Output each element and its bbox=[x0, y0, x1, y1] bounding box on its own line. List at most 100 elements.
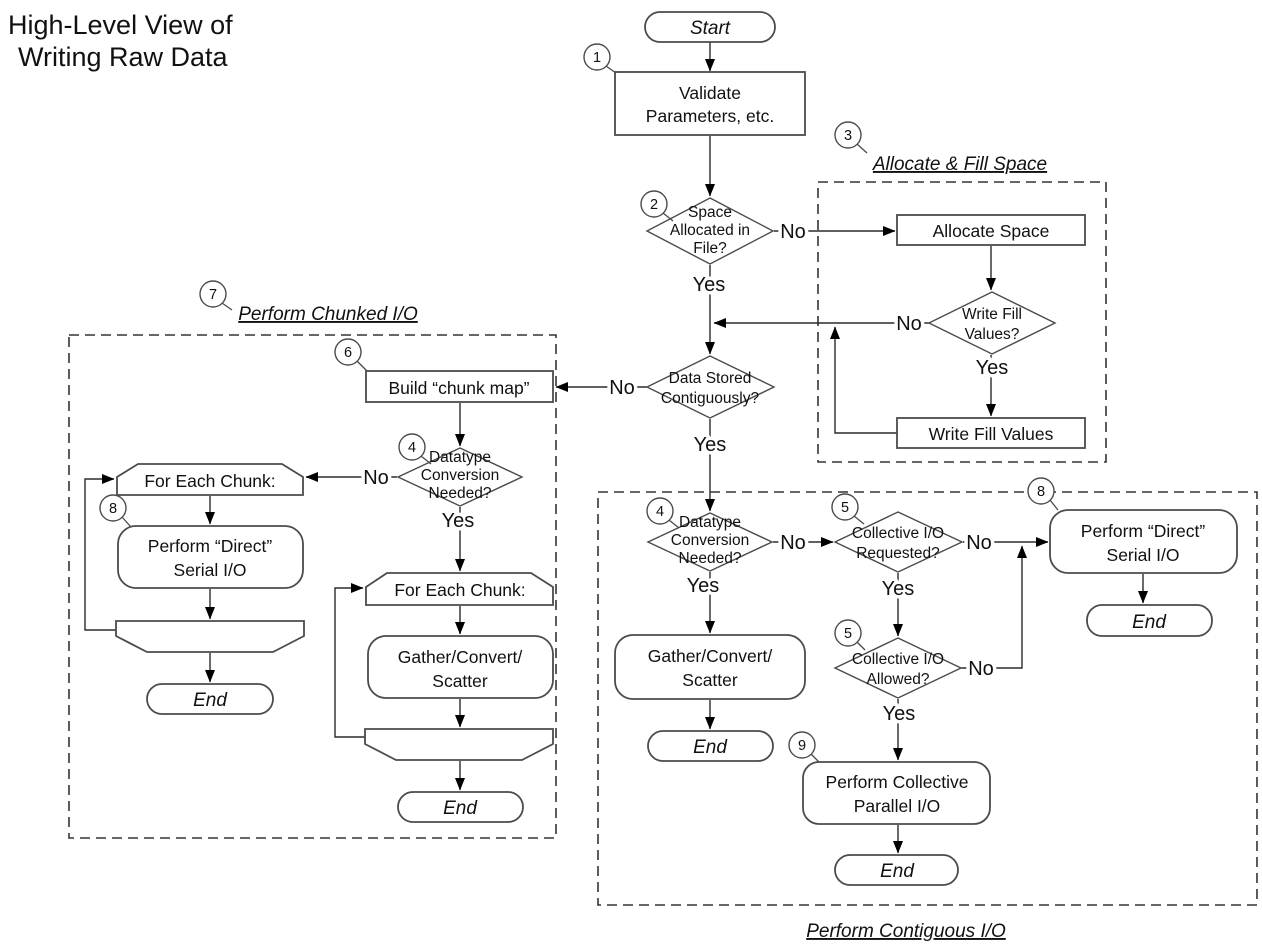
label-requested-yes: Yes bbox=[882, 578, 915, 600]
decision-datatype-chunked-line2: Conversion bbox=[421, 467, 499, 484]
step-callout-3: 3 bbox=[834, 121, 868, 154]
step-number-8-contiguous: 8 bbox=[1037, 484, 1045, 500]
decision-data-stored-line1: Data Stored bbox=[669, 370, 752, 387]
node-validate-shape bbox=[614, 71, 806, 136]
node-gather-contiguous: Gather/Convert/ Scatter bbox=[614, 634, 806, 700]
step-number-9: 9 bbox=[798, 738, 806, 754]
node-collective-parallel: Perform Collective Parallel I/O bbox=[802, 761, 991, 825]
node-validate-parameters: Validate Parameters, etc. bbox=[614, 71, 806, 136]
node-allocate-space: Allocate Space bbox=[896, 214, 1086, 246]
group-chunked-label: Perform Chunked I/O bbox=[238, 304, 418, 325]
node-direct-serial-contiguous-line1: Perform “Direct” bbox=[1081, 521, 1206, 541]
step-circle-6 bbox=[334, 338, 362, 366]
group-chunked-box bbox=[68, 334, 557, 839]
node-gather-contiguous-shape bbox=[614, 634, 806, 700]
decision-collective-requested: Collective I/O Requested? bbox=[833, 511, 964, 573]
node-write-fill-values-label: Write Fill Values bbox=[929, 424, 1054, 444]
label-allowed-yes: Yes bbox=[883, 703, 916, 725]
step-number-5-allowed: 5 bbox=[844, 626, 852, 642]
node-end-collective: End bbox=[834, 854, 959, 886]
step-callout-5-requested: 5 bbox=[831, 493, 865, 525]
decision-space-allocated-line3: File? bbox=[693, 240, 727, 257]
page-title: High-Level View of Writing Raw Data bbox=[8, 10, 233, 72]
node-write-fill-values-shape bbox=[896, 417, 1086, 449]
node-start: Start bbox=[644, 11, 776, 43]
group-allocate-fill-label: Allocate & Fill Space bbox=[872, 154, 1047, 175]
step-circle-5-allowed bbox=[834, 619, 862, 647]
step-number-3: 3 bbox=[844, 128, 852, 144]
decision-datatype-chunked-line1: Datatype bbox=[429, 449, 491, 466]
edges bbox=[84, 42, 1148, 854]
node-allocate-space-label: Allocate Space bbox=[933, 221, 1050, 241]
decision-write-fill-line1: Write Fill bbox=[962, 306, 1022, 323]
node-gather-chunked-line1: Gather/Convert/ bbox=[398, 647, 523, 667]
step-callout-5-allowed: 5 bbox=[834, 619, 866, 651]
edge-allowed-no-join bbox=[961, 545, 1027, 669]
node-write-fill-values: Write Fill Values bbox=[896, 417, 1086, 449]
node-direct-serial-chunked-shape bbox=[117, 525, 304, 589]
step-number-7: 7 bbox=[209, 287, 217, 303]
node-direct-serial-contiguous-line2: Serial I/O bbox=[1107, 545, 1180, 565]
node-end-contiguous-direct-label: End bbox=[1132, 612, 1167, 633]
loop-start-foreach-gather-label: For Each Chunk: bbox=[394, 580, 525, 600]
decision-collective-allowed: Collective I/O Allowed? bbox=[833, 637, 963, 699]
decision-data-stored-line2: Contiguously? bbox=[661, 390, 760, 407]
group-contiguous-label: Perform Contiguous I/O bbox=[806, 921, 1006, 942]
edge-labels: No Yes No Yes No Yes No Yes No Yes No Ye… bbox=[360, 218, 1012, 729]
node-end-chunked-gather: End bbox=[397, 791, 524, 823]
node-end-chunked-direct: End bbox=[146, 683, 274, 715]
label-space-yes: Yes bbox=[693, 274, 726, 296]
node-end-collective-label: End bbox=[880, 861, 915, 882]
step-callout-8-contiguous: 8 bbox=[1027, 477, 1059, 511]
step-circle-7 bbox=[199, 280, 227, 308]
node-allocate-space-shape bbox=[896, 214, 1086, 246]
label-datatype-contiguous-yes: Yes bbox=[687, 575, 720, 597]
page-title-line1: High-Level View of bbox=[8, 10, 233, 40]
label-space-no: No bbox=[780, 221, 806, 243]
node-gather-contiguous-line1: Gather/Convert/ bbox=[648, 646, 773, 666]
node-end-chunked-direct-label: End bbox=[193, 690, 228, 711]
step-number-1: 1 bbox=[593, 50, 601, 66]
edge-writefill-loopback bbox=[830, 326, 897, 434]
step-circle-8-contiguous bbox=[1027, 477, 1055, 505]
decision-collective-allowed-shape bbox=[833, 637, 963, 699]
decision-write-fill-line2: Values? bbox=[965, 326, 1020, 343]
step-circle-3 bbox=[834, 121, 862, 149]
label-allowed-no: No bbox=[968, 658, 994, 680]
label-datatype-chunked-yes: Yes bbox=[442, 510, 475, 532]
label-requested-no: No bbox=[966, 532, 992, 554]
decision-datatype-contiguous-line1: Datatype bbox=[679, 514, 741, 531]
node-direct-serial-chunked: Perform “Direct” Serial I/O bbox=[117, 525, 304, 589]
node-end-contiguous-gather: End bbox=[647, 730, 774, 762]
step-number-4-contiguous: 4 bbox=[656, 504, 664, 520]
decision-collective-requested-shape bbox=[833, 511, 964, 573]
decision-datatype-contiguous-line2: Conversion bbox=[671, 532, 749, 549]
decision-space-allocated-line1: Space bbox=[688, 204, 732, 221]
label-stored-no: No bbox=[609, 377, 635, 399]
node-end-contiguous-gather-label: End bbox=[693, 737, 728, 758]
step-circle-8-chunked bbox=[99, 494, 127, 522]
node-direct-serial-contiguous: Perform “Direct” Serial I/O bbox=[1049, 509, 1238, 574]
step-circle-1 bbox=[583, 43, 611, 71]
node-end-chunked-direct-shape bbox=[146, 683, 274, 715]
loop-start-foreach-direct: For Each Chunk: bbox=[116, 463, 304, 496]
node-gather-chunked-line2: Scatter bbox=[432, 671, 488, 691]
node-end-contiguous-direct: End bbox=[1086, 604, 1213, 637]
step-circle-2 bbox=[640, 190, 668, 218]
decision-collective-requested-line2: Requested? bbox=[856, 545, 940, 562]
step-callouts: 1 2 3 6 7 4 8 bbox=[99, 43, 1059, 763]
page-title-line2: Writing Raw Data bbox=[18, 42, 229, 72]
step-number-2: 2 bbox=[650, 197, 658, 213]
node-direct-serial-contiguous-shape bbox=[1049, 509, 1238, 574]
group-allocate-fill-box bbox=[817, 181, 1107, 463]
step-callout-4-contiguous: 4 bbox=[646, 497, 680, 529]
group-contiguous-box bbox=[597, 491, 1258, 906]
decision-collective-allowed-line1: Collective I/O bbox=[852, 651, 944, 668]
node-gather-chunked: Gather/Convert/ Scatter bbox=[367, 635, 554, 699]
decision-space-allocated: Space Allocated in File? bbox=[645, 197, 775, 265]
node-start-label: Start bbox=[690, 18, 731, 39]
step-callout-1: 1 bbox=[583, 43, 617, 74]
node-direct-serial-chunked-line1: Perform “Direct” bbox=[148, 536, 273, 556]
label-datatype-chunked-no: No bbox=[363, 467, 389, 489]
